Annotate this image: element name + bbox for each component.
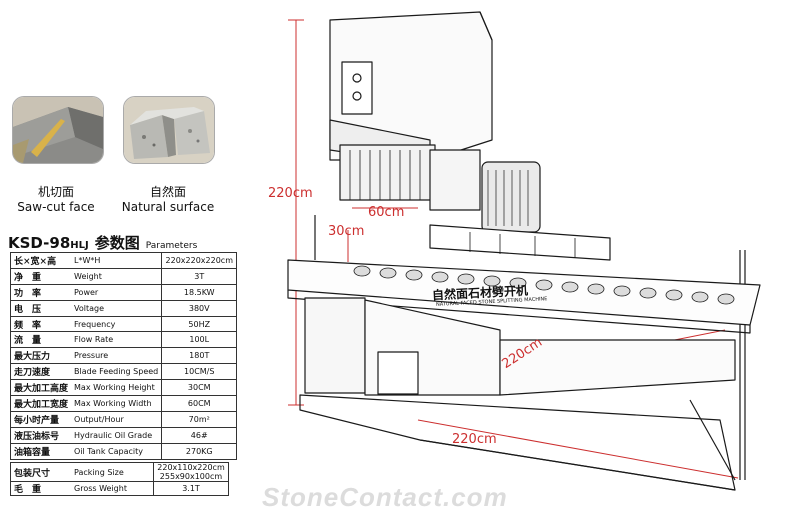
saw-cut-photo [12,96,104,164]
dim-work-height-label: 30cm [328,224,365,239]
spec-value: 46# [161,426,238,444]
spec-value-line: 220x110x220cm [157,463,225,472]
spec-value-line: 255x90x100cm [159,472,223,481]
natural-surface-caption: 自然面 Natural surface [118,185,218,215]
model-title-en: Parameters [145,241,198,251]
spec-label-cn: 油箱容量 [10,442,72,460]
natural-surface-photo [123,96,215,164]
spec-label-cn: 毛 重 [10,481,71,496]
saw-cut-caption-cn: 机切面 [37,185,74,199]
model-heading: KSD-98HLJ 参数图 Parameters [8,232,197,253]
model-title-cn: 参数图 [94,234,140,252]
dim-width-label: 60cm [368,205,405,220]
saw-cut-caption: 机切面 Saw-cut face [6,185,106,215]
spec-value: 270KG [161,442,238,460]
saw-cut-caption-en: Saw-cut face [17,200,95,214]
dim-height-label: 220cm [268,186,313,201]
spec-value: 70m² [161,410,238,428]
spec-value: 3.1T [153,481,229,496]
watermark: StoneContact.com [262,482,508,512]
dim-length-label: 220cm [452,432,497,447]
model-name: KSD-98 [8,234,71,252]
model-suffix: HLJ [70,240,89,251]
natural-surface-caption-cn: 自然面 [149,185,186,199]
natural-surface-caption-en: Natural surface [121,200,215,214]
